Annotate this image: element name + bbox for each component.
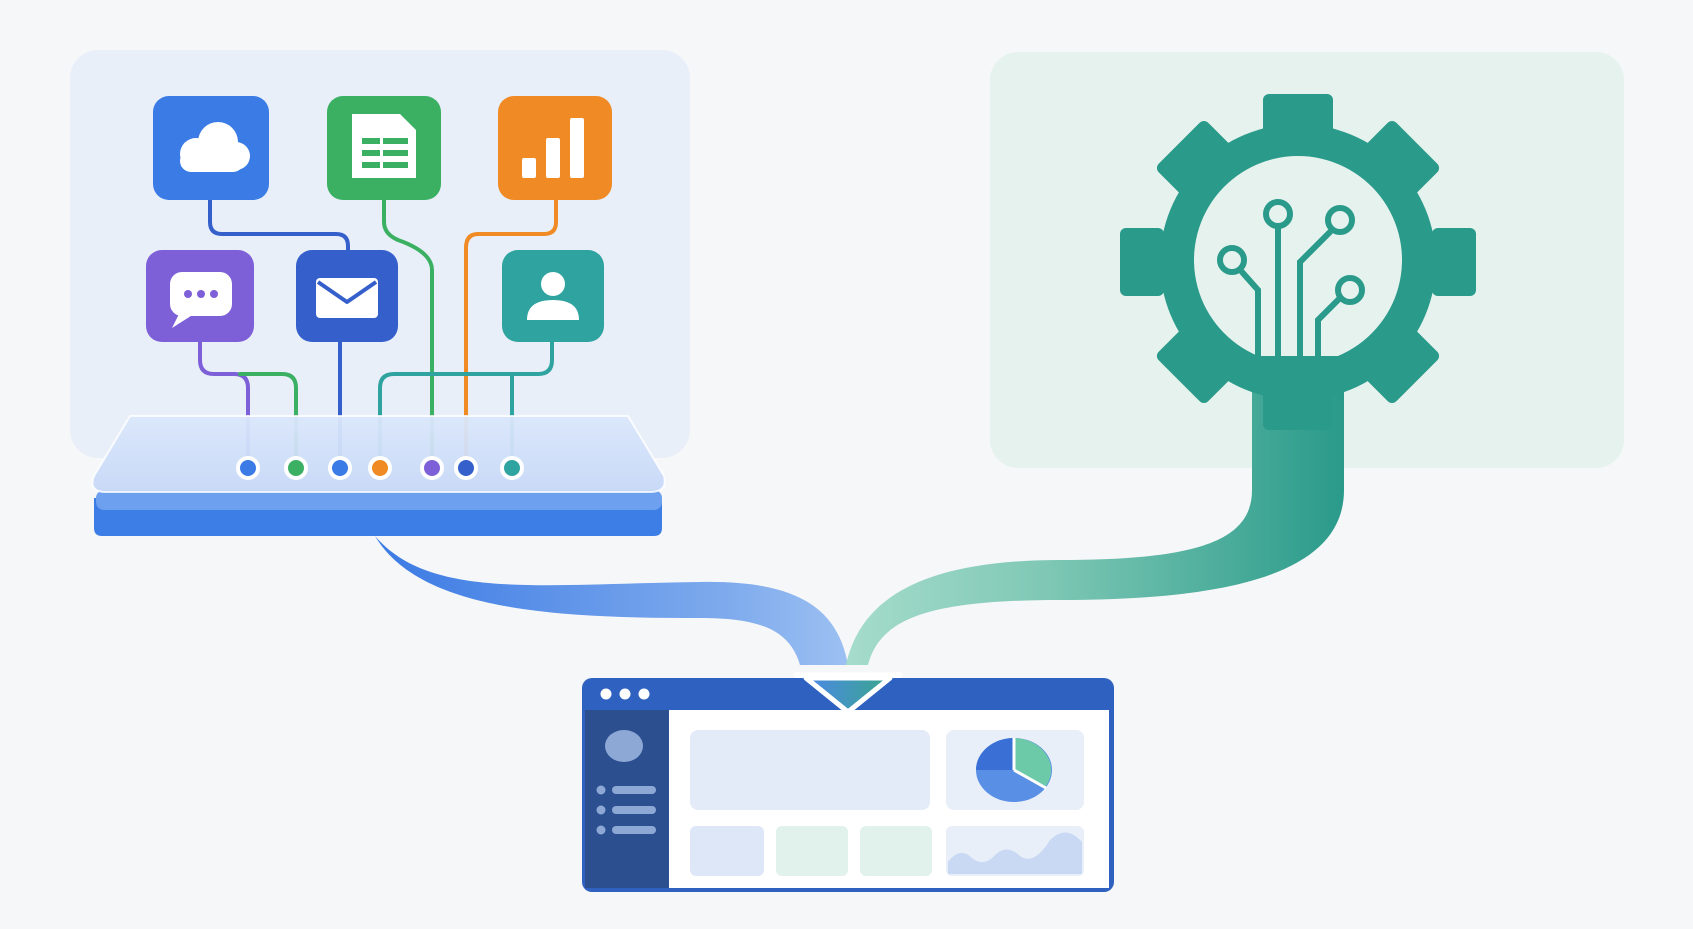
- chat-icon: [170, 272, 232, 328]
- source-email: [296, 250, 398, 342]
- sidebar-item-bullet: [596, 785, 606, 795]
- hub-port: [500, 456, 524, 480]
- integration-hub: [91, 415, 666, 536]
- window-control-dot[interactable]: [619, 688, 631, 700]
- hub-port: [368, 456, 392, 480]
- envelope-icon: [316, 278, 378, 318]
- source-analytics: [498, 96, 612, 200]
- hub-ports: [236, 456, 524, 480]
- kpi-card: [860, 826, 932, 876]
- window-controls: [600, 688, 650, 700]
- kpi-card: [776, 826, 848, 876]
- hub-port: [236, 456, 260, 480]
- window-control-dot[interactable]: [600, 688, 612, 700]
- dashboard-content: [690, 730, 1084, 876]
- gear-circuit-icon: [1120, 94, 1476, 430]
- source-chat: [146, 250, 254, 342]
- kpi-card: [690, 826, 764, 876]
- cloud-icon: [180, 122, 250, 172]
- source-cloud: [153, 96, 269, 200]
- dashboard-sidebar: [596, 730, 656, 835]
- merge-arrow-tip: [803, 675, 893, 715]
- avatar: [605, 730, 643, 762]
- hub-to-dashboard-flow: [375, 536, 848, 665]
- area-chart-icon: [948, 832, 1082, 874]
- summary-card: [690, 730, 930, 810]
- hub-port: [454, 456, 478, 480]
- hub-port: [284, 456, 308, 480]
- source-contact: [502, 250, 604, 342]
- sidebar-item-bullet: [596, 805, 606, 815]
- hub-port: [328, 456, 352, 480]
- processor-to-dashboard-flow: [846, 380, 1344, 665]
- sidebar-menu: [596, 785, 656, 835]
- spreadsheet-icon: [352, 114, 416, 178]
- bar-chart-icon: [522, 118, 584, 178]
- hub-port: [420, 456, 444, 480]
- source-spreadsheet: [327, 96, 441, 200]
- sidebar-item[interactable]: [612, 786, 656, 794]
- sidebar-item-bullet: [596, 825, 606, 835]
- window-control-dot[interactable]: [638, 688, 650, 700]
- sidebar-item[interactable]: [612, 826, 656, 834]
- sidebar-item[interactable]: [612, 806, 656, 814]
- pie-chart-icon: [976, 738, 1052, 802]
- user-icon: [527, 272, 579, 320]
